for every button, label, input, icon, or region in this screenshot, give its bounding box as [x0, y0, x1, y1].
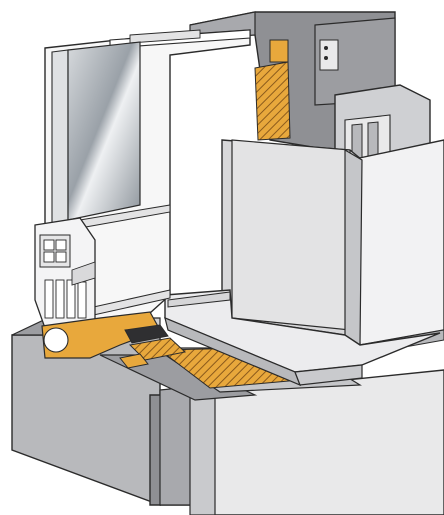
frame-base-foam: [41, 311, 169, 359]
frame-profile-chambers: [34, 217, 96, 329]
glazing-panel: [51, 41, 141, 229]
vertical-insulation: [254, 39, 291, 141]
window-sill-board: [164, 289, 441, 387]
upper-lintel-block: [189, 11, 431, 166]
